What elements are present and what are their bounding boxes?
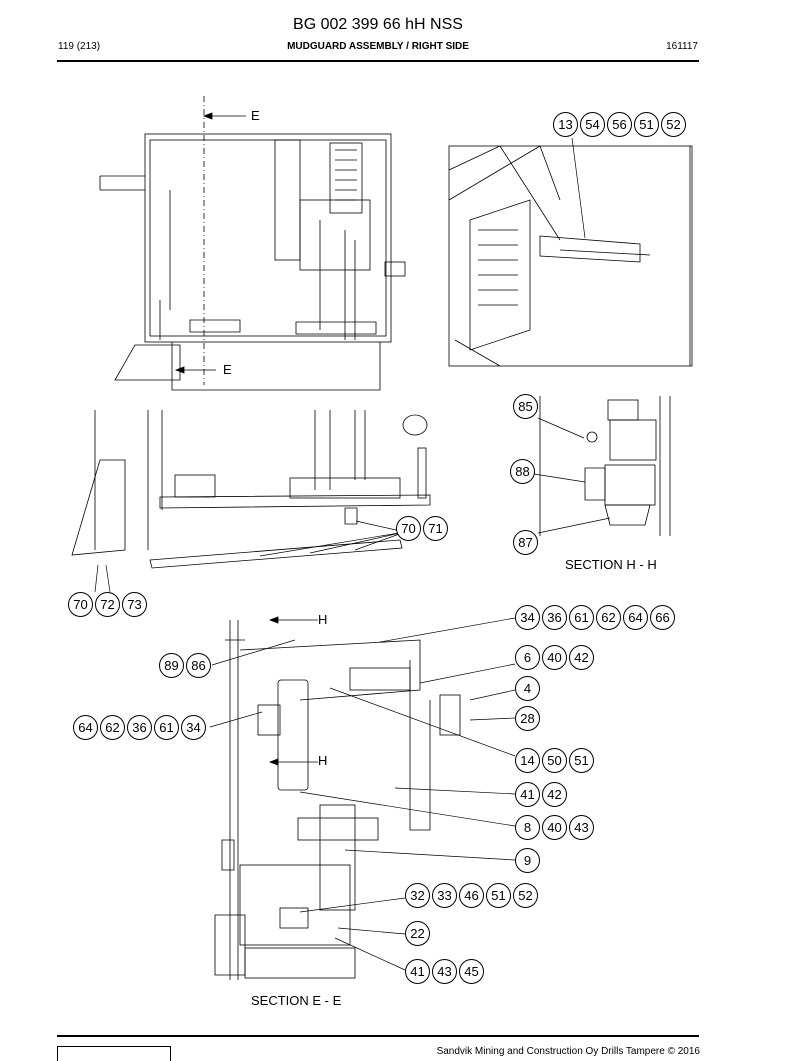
callout-bubble: 52 xyxy=(661,112,686,137)
callout-14-50-51: 14 50 51 xyxy=(515,748,596,774)
callout-bubble: 64 xyxy=(73,715,98,740)
callout-bubble: 73 xyxy=(122,592,147,617)
callout-41-42: 41 42 xyxy=(515,782,569,808)
view-middle-left xyxy=(71,410,431,569)
section-e-caption: SECTION E - E xyxy=(251,993,342,1008)
view-top-left xyxy=(99,96,406,391)
callout-4: 4 xyxy=(515,676,542,702)
callout-bubble: 41 xyxy=(515,782,540,807)
callout-bubble: 42 xyxy=(542,782,567,807)
callout-85: 85 xyxy=(513,394,540,420)
callout-64-62-36-61-34: 64 62 36 61 34 xyxy=(73,715,208,741)
callout-bubble: 34 xyxy=(515,605,540,630)
section-marker-h-bottom: H xyxy=(318,753,328,768)
footer-rule xyxy=(57,1035,699,1037)
callout-8-40-43: 8 40 43 xyxy=(515,815,596,841)
callout-bubble: 40 xyxy=(542,645,567,670)
callout-41-43-45: 41 43 45 xyxy=(405,959,486,985)
callout-bubble: 50 xyxy=(542,748,567,773)
callout-bubble: 70 xyxy=(396,516,421,541)
leader-lines xyxy=(94,137,611,971)
callout-bubble: 36 xyxy=(127,715,152,740)
callout-bubble: 61 xyxy=(154,715,179,740)
callout-bubble: 40 xyxy=(542,815,567,840)
callout-bubble: 46 xyxy=(459,883,484,908)
callout-bubble: 13 xyxy=(553,112,578,137)
callout-bubble: 43 xyxy=(432,959,457,984)
section-h-caption: SECTION H - H xyxy=(565,557,657,572)
callout-bubble: 70 xyxy=(68,592,93,617)
view-section-h xyxy=(539,396,671,536)
callout-87: 87 xyxy=(513,530,540,556)
callout-bubble: 42 xyxy=(569,645,594,670)
section-marker-h-top: H xyxy=(318,612,328,627)
document-date: 161117 xyxy=(666,41,698,52)
view-top-right xyxy=(448,145,693,367)
callout-bubble: 66 xyxy=(650,605,675,630)
callout-bubble: 51 xyxy=(569,748,594,773)
callout-bubble: 89 xyxy=(159,653,184,678)
callout-bubble: 41 xyxy=(405,959,430,984)
footer-copyright: Sandvik Mining and Construction Oy Drill… xyxy=(436,1046,700,1057)
callout-89-86: 89 86 xyxy=(159,653,213,679)
callout-bubble: 33 xyxy=(432,883,457,908)
callout-88: 88 xyxy=(510,459,537,485)
callout-22: 22 xyxy=(405,921,432,947)
callout-bubble: 87 xyxy=(513,530,538,555)
callout-34-36-61-62-64-66: 34 36 61 62 64 66 xyxy=(515,605,677,631)
callout-bubble: 32 xyxy=(405,883,430,908)
document-title: BG 002 399 66 hH NSS xyxy=(293,16,463,33)
callout-70-72-73: 70 72 73 xyxy=(68,592,149,618)
callout-bubble: 56 xyxy=(607,112,632,137)
callout-bubble: 22 xyxy=(405,921,430,946)
callout-bubble: 34 xyxy=(181,715,206,740)
callout-bubble: 9 xyxy=(515,848,540,873)
callout-28: 28 xyxy=(515,706,542,732)
callout-bubble: 28 xyxy=(515,706,540,731)
callout-bubble: 62 xyxy=(100,715,125,740)
callout-bubble: 62 xyxy=(596,605,621,630)
callout-bubble: 6 xyxy=(515,645,540,670)
callout-bubble: 72 xyxy=(95,592,120,617)
callout-70-71: 70 71 xyxy=(396,516,450,542)
callout-9: 9 xyxy=(515,848,542,874)
section-marker-e-top: E xyxy=(251,108,260,123)
callout-bubble: 86 xyxy=(186,653,211,678)
callout-bubble: 88 xyxy=(510,459,535,484)
callout-bubble: 52 xyxy=(513,883,538,908)
callout-bubble: 71 xyxy=(423,516,448,541)
callout-bubble: 36 xyxy=(542,605,567,630)
callout-bubble: 8 xyxy=(515,815,540,840)
footer-logo xyxy=(57,1046,171,1061)
callout-6-40-42: 6 40 42 xyxy=(515,645,596,671)
callout-bubble: 51 xyxy=(486,883,511,908)
callout-bubble: 45 xyxy=(459,959,484,984)
callout-bubble: 54 xyxy=(580,112,605,137)
callout-32-33-46-51-52: 32 33 46 51 52 xyxy=(405,883,540,909)
section-title: MUDGUARD ASSEMBLY / RIGHT SIDE xyxy=(287,41,469,52)
callout-bubble: 43 xyxy=(569,815,594,840)
callout-bubble: 61 xyxy=(569,605,594,630)
callout-13-54-56-51-52: 13 54 56 51 52 xyxy=(553,112,688,138)
callout-bubble: 64 xyxy=(623,605,648,630)
section-marker-e-bottom: E xyxy=(223,362,232,377)
callout-bubble: 4 xyxy=(515,676,540,701)
callout-bubble: 14 xyxy=(515,748,540,773)
callout-bubble: 51 xyxy=(634,112,659,137)
page-number: 119 (213) xyxy=(58,41,101,52)
callout-bubble: 85 xyxy=(513,394,538,419)
header-rule xyxy=(57,60,699,62)
